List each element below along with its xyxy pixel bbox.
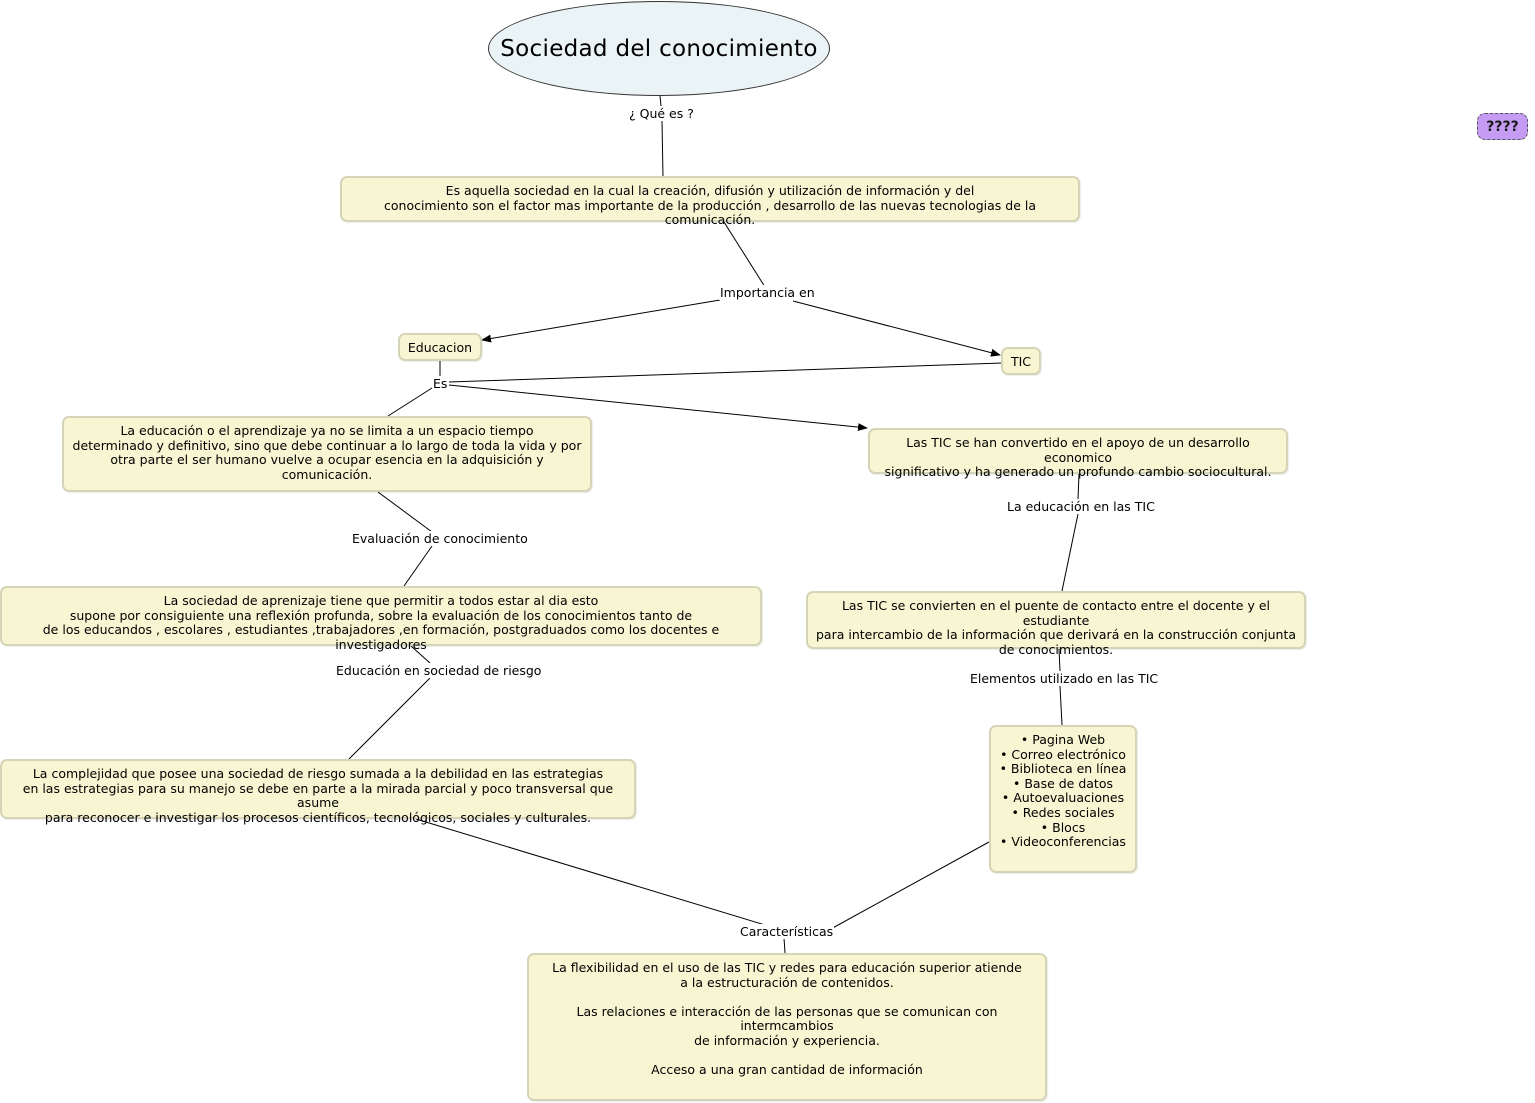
educacion-description-node[interactable]: La educación o el aprendizaje ya no se l… <box>62 416 592 492</box>
complejidad-node[interactable]: La complejidad que posee una sociedad de… <box>0 759 636 825</box>
line-es-to-tic-desc <box>448 384 868 432</box>
unknown-node[interactable]: ???? <box>1477 113 1528 140</box>
educacion-node[interactable]: Educacion <box>398 333 482 361</box>
sociedad-aprendizaje-node[interactable]: La sociedad de aprenizaje tiene que perm… <box>0 586 762 652</box>
line-educacion-tic-to-puente <box>1061 513 1079 592</box>
line-es-to-educacion-desc <box>387 387 433 417</box>
label-elementos: Elementos utilizado en las TIC <box>969 671 1160 686</box>
main-topic-text: Sociedad del conocimiento <box>500 35 818 62</box>
line-list-to-caracteristicas <box>828 841 990 931</box>
caracteristicas-description-node[interactable]: La flexibilidad en el uso de las TIC y r… <box>527 953 1047 1101</box>
line-caracteristicas-to-desc <box>783 937 786 954</box>
line-title-to-queEs <box>659 95 662 107</box>
label-es: Es <box>432 376 449 391</box>
label-educacion-tic: La educación en las TIC <box>1006 499 1156 514</box>
line-definition-to-importancia <box>723 221 766 288</box>
label-que-es: ¿ Qué es ? <box>628 106 695 121</box>
elementos-list-node[interactable]: • Pagina Web • Correo electrónico • Bibl… <box>989 725 1137 873</box>
line-riesgo-to-complejidad <box>348 677 431 760</box>
line-evaluacion-to-aprendizaje <box>403 545 433 587</box>
tic-puente-node[interactable]: Las TIC se convierten en el puente de co… <box>806 591 1306 657</box>
tic-node[interactable]: TIC <box>1001 347 1041 375</box>
definition-node[interactable]: Es aquella sociedad en la cual la creaci… <box>340 176 1080 227</box>
line-tic-desc-to-educacion-tic <box>1077 473 1080 500</box>
line-educacion-desc-to-evaluacion <box>377 491 433 533</box>
label-evaluacion: Evaluación de conocimiento <box>351 531 529 546</box>
line-puente-to-elementos <box>1058 648 1061 672</box>
line-importancia-to-tic <box>792 300 1001 357</box>
tic-description-node[interactable]: Las TIC se han convertido en el apoyo de… <box>868 428 1288 479</box>
line-complejidad-to-caracteristicas <box>415 818 766 926</box>
label-importancia: Importancia en <box>719 285 816 300</box>
main-topic-node[interactable]: Sociedad del conocimiento <box>488 1 830 96</box>
line-tic-to-es <box>448 362 1003 383</box>
label-riesgo: Educación en sociedad de riesgo <box>335 663 543 678</box>
line-queEs-to-definition <box>661 120 664 178</box>
label-caracteristicas: Características <box>739 924 835 939</box>
line-importancia-to-educacion <box>481 299 721 343</box>
line-aprendizaje-to-riesgo <box>410 645 431 664</box>
line-elementos-to-list <box>1059 685 1063 726</box>
